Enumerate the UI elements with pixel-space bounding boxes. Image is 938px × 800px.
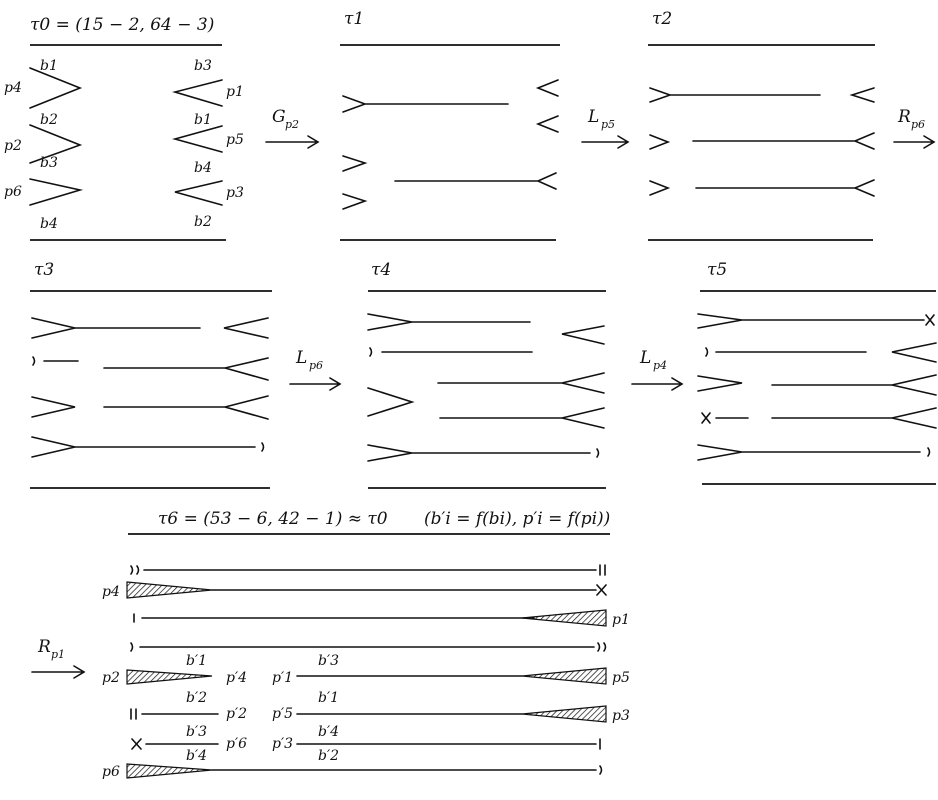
tau0-right-p1: p1 xyxy=(226,84,244,100)
tau6-mid-right-p3: p′3 xyxy=(272,736,293,752)
tau6-note: (b′i = f(bi), p′i = f(pi)) xyxy=(424,509,610,529)
tau6-right-p3: p3 xyxy=(612,708,630,724)
tau3-label: τ3 xyxy=(34,260,54,280)
tau0-left-b2: b2 xyxy=(40,112,58,128)
tau6-right-p1: p1 xyxy=(612,612,630,628)
move-1-sub: p2 xyxy=(285,118,299,131)
tau0-right-b4: b2 xyxy=(194,214,212,230)
tau6-mid-left-p1: p′4 xyxy=(226,670,247,686)
move-4-op: L xyxy=(295,348,307,368)
move-arrow-4: L p6 xyxy=(289,348,342,391)
panel-tau3: τ3 xyxy=(30,260,272,489)
tau0-left-b1: b1 xyxy=(40,58,58,74)
tau0-left-b3: b3 xyxy=(40,155,58,171)
tau0-title: τ0 = (15 − 2, 64 − 3) xyxy=(30,15,214,35)
panel-tau6: τ6 = (53 − 6, 42 − 1) ≈ τ0 (b′i = f(bi),… xyxy=(102,509,630,780)
move-5-sub: p4 xyxy=(653,359,667,372)
panel-tau5: τ5 xyxy=(697,260,937,485)
tau4-label: τ4 xyxy=(371,260,391,280)
tau6-left-b4: b′4 xyxy=(186,748,207,764)
panel-tau2: τ2 xyxy=(648,9,875,241)
tau0-right-b3: b4 xyxy=(194,160,212,176)
tau0-right-b2: b1 xyxy=(194,112,212,128)
tau6-left-p2: p2 xyxy=(102,670,120,686)
move-arrow-3: R p6 xyxy=(893,107,936,149)
panel-tau0: τ0 = (15 − 2, 64 − 3) p4 p2 p6 p1 p5 p3 … xyxy=(4,15,244,241)
tau6-right-p2: p5 xyxy=(612,670,630,686)
tau6-left-p3: p6 xyxy=(102,764,120,780)
tau6-right-b2: b′1 xyxy=(318,690,339,706)
move-6-op: R xyxy=(37,637,51,657)
tau0-left-p1: p4 xyxy=(4,80,22,96)
tau0-right-p3: p3 xyxy=(226,185,244,201)
tau5-label: τ5 xyxy=(707,260,727,280)
tau6-mid-right-p1: p′1 xyxy=(272,670,293,686)
tau6-title: τ6 = (53 − 6, 42 − 1) ≈ τ0 xyxy=(158,509,388,529)
tau0-left-p3: p6 xyxy=(4,184,22,200)
move-2-op: L xyxy=(587,107,599,127)
tau6-mid-left-p3: p′6 xyxy=(226,736,247,752)
move-6-sub: p1 xyxy=(51,648,65,661)
tau6-left-b3: b′3 xyxy=(186,724,207,740)
tau0-right-b1: b3 xyxy=(194,58,212,74)
panel-tau1: τ1 xyxy=(340,9,560,241)
tau6-mid-right-p2: p′5 xyxy=(272,706,293,722)
move-1-op: G xyxy=(272,107,286,127)
tau0-left-p2: p2 xyxy=(4,138,22,154)
tau6-left-b2: b′2 xyxy=(186,690,207,706)
tau0-right-p2: p5 xyxy=(226,132,244,148)
move-3-sub: p6 xyxy=(911,118,925,131)
move-arrow-1: G p2 xyxy=(265,107,320,149)
move-3-op: R xyxy=(897,107,911,127)
move-4-sub: p6 xyxy=(309,359,323,372)
tau6-mid-left-p2: p′2 xyxy=(226,706,247,722)
panel-tau4: τ4 xyxy=(367,260,606,489)
move-arrow-5: L p4 xyxy=(631,348,684,391)
tau0-left-b4: b4 xyxy=(40,216,58,232)
tau6-left-p1: p4 xyxy=(102,584,120,600)
tau6-right-b4: b′2 xyxy=(318,748,339,764)
move-arrow-6: R p1 xyxy=(31,637,86,679)
tau1-label: τ1 xyxy=(344,9,364,29)
tau6-left-b1: b′1 xyxy=(186,653,207,669)
tau6-right-b1: b′3 xyxy=(318,653,339,669)
move-arrow-2: L p5 xyxy=(581,107,630,149)
tau6-right-b3: b′4 xyxy=(318,724,339,740)
move-5-op: L xyxy=(639,348,651,368)
move-2-sub: p5 xyxy=(601,118,615,131)
tau2-label: τ2 xyxy=(652,9,672,29)
